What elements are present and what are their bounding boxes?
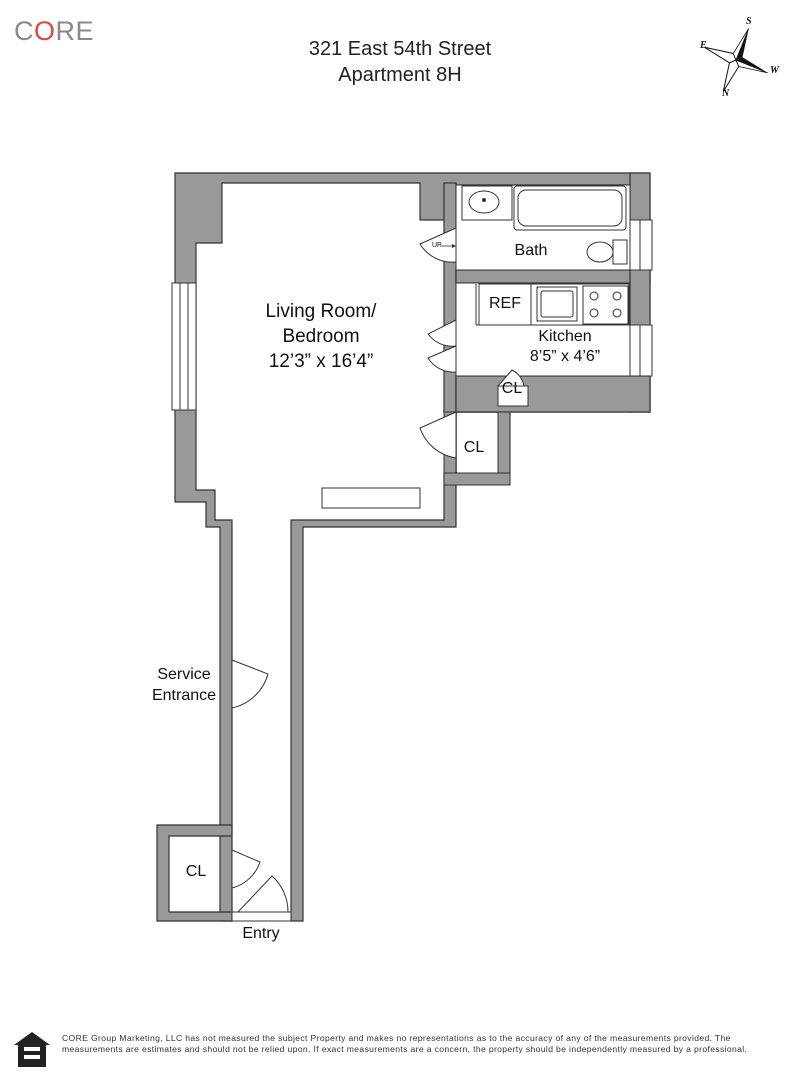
door-kitchen-closet [496, 369, 525, 387]
equal-housing-opportunity-icon [14, 1032, 50, 1067]
address-street: 321 East 54th Street [308, 38, 492, 60]
toilet [586, 241, 614, 263]
logo-suffix: RE [55, 16, 95, 46]
entry-closet-label: CL [185, 863, 207, 880]
stove [582, 285, 629, 325]
wall-bath-kitchen [455, 269, 651, 284]
door-service [231, 659, 269, 709]
door-entry-closet [231, 849, 261, 889]
kitchen-closet-label: CL [501, 380, 523, 397]
door-kitchen-1 [427, 319, 457, 347]
compass-n-label: N [722, 88, 730, 99]
window-bath [629, 219, 653, 271]
hall-closet-label: CL [463, 439, 485, 456]
bath-label: Bath [514, 242, 548, 259]
door-hall-closet [419, 411, 457, 459]
radiator [321, 487, 421, 509]
step-up-marker: UP [432, 242, 442, 249]
window-kitchen [629, 324, 653, 377]
ref-box [478, 283, 532, 326]
logo-prefix: C [14, 16, 34, 46]
door-bath [419, 227, 457, 263]
kitchen-label: Kitchen [538, 328, 592, 345]
living-room-name-1: Living Room/ [265, 301, 377, 322]
wall-entry-closet [156, 824, 233, 922]
window-living [171, 282, 197, 411]
service-entrance-label: Service Entrance [152, 664, 216, 706]
kitchen-dimensions: 8’5” x 4’6” [529, 348, 601, 365]
living-room-dimensions: 12’3” x 16’4” [268, 351, 374, 372]
core-logo: CORE [14, 16, 94, 47]
entry-label: Entry [242, 925, 280, 942]
address-unit: Apartment 8H [338, 64, 462, 86]
compass-e-label: E [700, 40, 707, 51]
wall-partition [443, 182, 457, 414]
service-entrance-line2: Entrance [151, 687, 217, 704]
service-entrance-line1: Service [157, 666, 211, 683]
wall-kitchen-bottom [455, 375, 651, 413]
logo-accent: O [34, 16, 56, 46]
compass-s-label: S [746, 16, 752, 27]
living-room-label: Living Room/ Bedroom 12’3” x 16’4” [266, 299, 377, 374]
door-kitchen-2 [427, 345, 457, 373]
disclaimer-text: CORE Group Marketing, LLC has not measur… [62, 1033, 748, 1054]
living-room-name-2: Bedroom [282, 326, 360, 347]
ref-label: REF [489, 295, 521, 312]
compass-w-label: W [770, 65, 779, 76]
